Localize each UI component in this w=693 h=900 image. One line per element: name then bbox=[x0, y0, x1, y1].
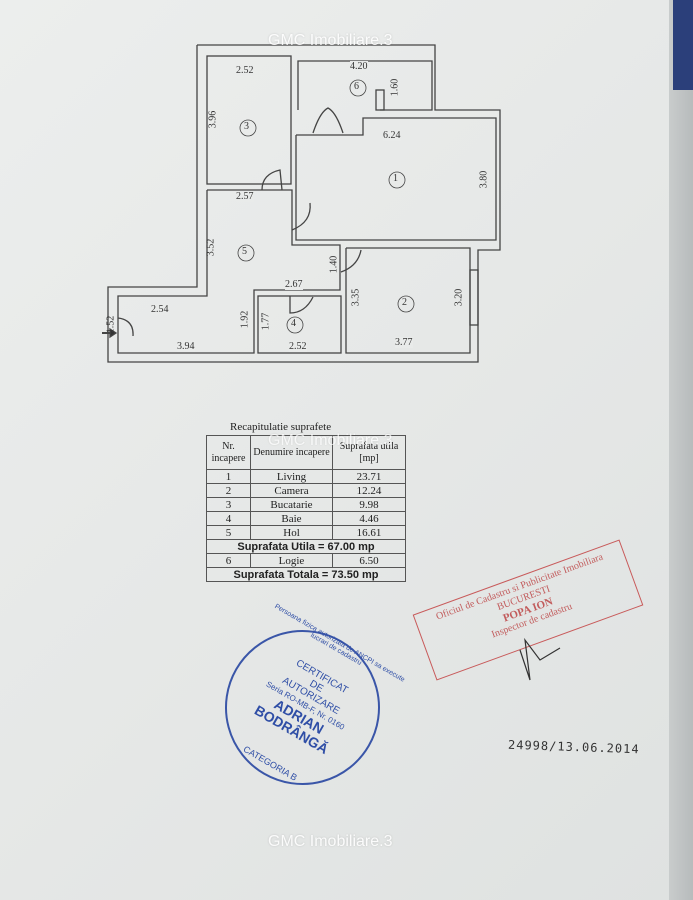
room-3-outline bbox=[206, 55, 292, 185]
room-2-door bbox=[340, 249, 362, 273]
room-6-outline bbox=[297, 60, 433, 111]
dim-label: 2.52 bbox=[236, 65, 254, 76]
cell: 12.24 bbox=[332, 483, 406, 498]
room-5-outline bbox=[117, 189, 341, 354]
room-2-outline bbox=[345, 247, 471, 354]
entrance-door bbox=[117, 317, 134, 337]
dim-label: 2.67 bbox=[285, 279, 303, 290]
watermark: GMC Imobiliare.3 bbox=[268, 833, 393, 850]
dim-label: 3.94 bbox=[177, 341, 195, 352]
background-object bbox=[673, 0, 693, 90]
watermark: GMC Imobiliare.3 bbox=[268, 32, 393, 49]
dim-label: 6.24 bbox=[383, 130, 401, 141]
header-area: Suprafata utila [mp] bbox=[332, 435, 406, 470]
room-number-4: 4 bbox=[291, 318, 296, 329]
dim-label: 3.77 bbox=[395, 337, 413, 348]
room-number-6: 6 bbox=[354, 81, 359, 92]
room-4-outline bbox=[257, 295, 342, 354]
room-number-3: 3 bbox=[244, 121, 249, 132]
kitchen-door bbox=[261, 169, 283, 191]
cell: Camera bbox=[250, 483, 333, 498]
loggia-door bbox=[312, 107, 344, 134]
table-title: Recapitulatie suprafete bbox=[230, 421, 332, 433]
room-number-5: 5 bbox=[242, 246, 247, 257]
window bbox=[469, 269, 479, 326]
watermark: GMC Imobiliare.3 bbox=[268, 432, 393, 449]
room-1-outline bbox=[295, 117, 497, 241]
dim-label: 4.20 bbox=[350, 61, 368, 72]
room-number-1: 1 bbox=[393, 173, 398, 184]
outer-wall bbox=[107, 44, 501, 363]
total-row: Suprafata Totala = 73.50 mp bbox=[206, 567, 406, 582]
dim-label: 2.57 bbox=[236, 191, 254, 202]
bath-door bbox=[289, 296, 314, 314]
dim-label: 2.54 bbox=[151, 304, 169, 315]
room-number-2: 2 bbox=[402, 297, 407, 308]
dim-label: 2.52 bbox=[289, 341, 307, 352]
header-nr: Nr. incapere bbox=[206, 435, 251, 470]
page-edge bbox=[669, 0, 693, 900]
living-door bbox=[291, 202, 311, 231]
